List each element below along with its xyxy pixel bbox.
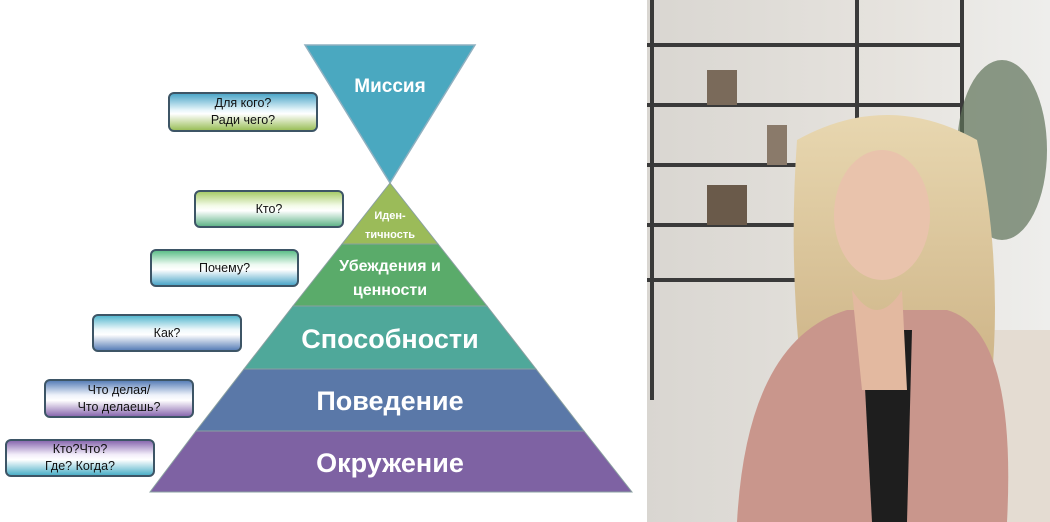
portrait-photo [647, 0, 1050, 522]
beliefs-label-1: Убеждения и [339, 258, 441, 275]
portrait-illustration [647, 0, 1050, 522]
question-box-identity: Кто? [194, 190, 344, 228]
mission-label: Миссия [354, 76, 425, 97]
question-text: Как? [153, 325, 181, 340]
question-text: Кто? [255, 201, 283, 216]
question-box-beliefs: Почему? [150, 249, 299, 287]
question-box-abilities: Как? [92, 314, 242, 352]
question-text: Что делаешь? [77, 399, 161, 414]
question-box-mission: Для кого? Ради чего? [168, 92, 318, 132]
beliefs-label-2: ценности [353, 282, 427, 299]
level-abilities: Способности [242, 305, 538, 370]
pyramid-svg: Миссия Иден- тичность Убеждения и ценнос… [148, 44, 634, 493]
question-box-behavior: Что делая/ Что делаешь? [44, 379, 194, 418]
question-text: Для кого? [214, 96, 272, 110]
behavior-label: Поведение [316, 386, 463, 416]
level-behavior: Поведение [194, 368, 586, 432]
question-box-environment: Кто?Что? Где? Когда? [5, 439, 155, 477]
dilts-pyramid-diagram: Миссия Иден- тичность Убеждения и ценнос… [5, 44, 634, 493]
level-environment: Окружение [148, 430, 634, 493]
level-identity: Иден- тичность [340, 182, 440, 245]
question-text: Что делая/ [87, 382, 151, 397]
abilities-label: Способности [301, 324, 478, 354]
level-beliefs: Убеждения и ценности [291, 243, 489, 307]
question-text: Кто?Что? [52, 442, 108, 456]
question-text: Почему? [198, 260, 251, 275]
question-text: Где? Когда? [44, 459, 116, 473]
question-text: Ради чего? [210, 113, 276, 127]
hand [852, 290, 907, 390]
identity-label-2: тичность [365, 229, 415, 241]
environment-label: Окружение [316, 448, 464, 478]
face [834, 150, 930, 280]
mission-triangle: Миссия [303, 44, 477, 185]
identity-label-1: Иден- [374, 210, 406, 222]
